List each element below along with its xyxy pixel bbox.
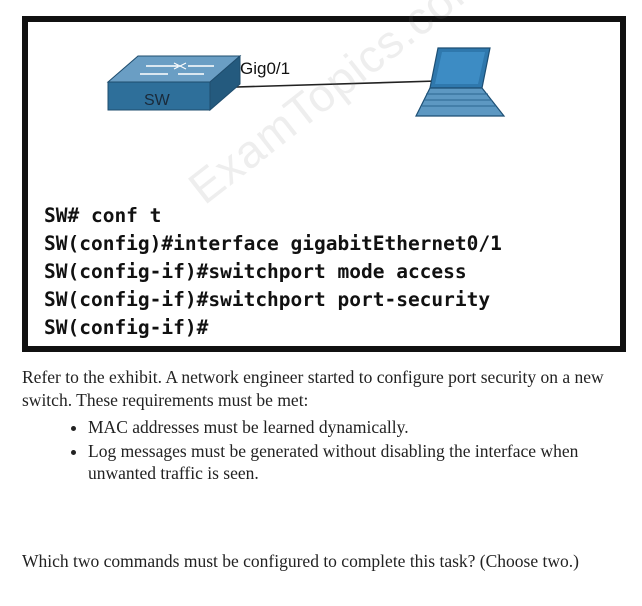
cli-line: SW# conf t <box>44 204 162 227</box>
laptop-icon <box>415 47 506 117</box>
port-label: Gig0/1 <box>240 59 290 78</box>
requirement-item: Log messages must be generated without d… <box>88 440 634 484</box>
cli-line: SW(config-if)# <box>44 316 209 339</box>
requirement-item: MAC addresses must be learned dynamicall… <box>88 416 634 438</box>
cli-line: SW(config-if)#switchport mode access <box>44 260 467 283</box>
question-prompt: Which two commands must be configured to… <box>22 551 579 571</box>
cli-output: SW# conf t SW(config)#interface gigabitEt… <box>44 202 502 342</box>
cli-line: SW(config-if)#switchport port-security <box>44 288 491 311</box>
network-diagram: SW Gig0/1 <box>106 47 506 117</box>
switch-label: SW <box>144 92 171 109</box>
network-link <box>203 79 471 89</box>
question-intro: Refer to the exhibit. A network engineer… <box>22 367 604 410</box>
question-text: Refer to the exhibit. A network engineer… <box>22 366 634 484</box>
cli-line: SW(config)#interface gigabitEthernet0/1 <box>44 232 502 255</box>
switch-icon: SW <box>106 54 242 112</box>
requirements-list: MAC addresses must be learned dynamicall… <box>22 416 634 484</box>
